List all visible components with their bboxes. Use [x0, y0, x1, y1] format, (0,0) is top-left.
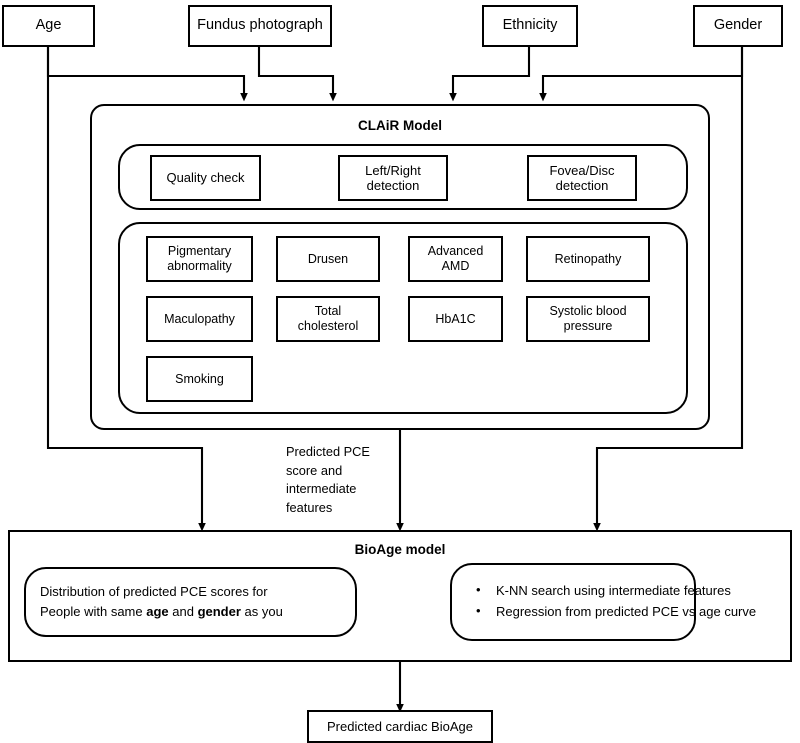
module-systolic-blood-pressure[interactable]: Systolic blood pressure — [526, 296, 650, 342]
bioage-methods-list: K-NN search using intermediate features … — [452, 565, 756, 639]
input-box-gender[interactable]: Gender — [693, 5, 783, 47]
module-drusen[interactable]: Drusen — [276, 236, 380, 282]
output-label-predicted-cardiac-bioage: Predicted cardiac BioAge — [327, 718, 473, 734]
bioage-model-title: BioAge model — [354, 542, 446, 557]
module-advanced-amd[interactable]: Advanced AMD — [408, 236, 503, 282]
module-label-advanced-amd: Advanced AMD — [427, 244, 484, 273]
module-fovea-disc-detection[interactable]: Fovea/Disc detection — [527, 155, 637, 201]
clair-model-title: CLAiR Model — [358, 118, 442, 133]
input-label-fundus-photograph: Fundus photograph — [197, 17, 323, 34]
distribution-emphasis-age: age — [146, 604, 169, 619]
bioage-method-knn: K-NN search using intermediate features — [476, 580, 731, 602]
input-box-age[interactable]: Age — [2, 5, 95, 47]
module-label-hba1c: HbA1C — [435, 311, 476, 326]
module-label-quality-check: Quality check — [166, 170, 245, 186]
input-label-ethnicity: Ethnicity — [502, 17, 558, 34]
input-box-ethnicity[interactable]: Ethnicity — [482, 5, 578, 47]
output-box-predicted-cardiac-bioage[interactable]: Predicted cardiac BioAge — [307, 710, 493, 743]
wire-gender-to-clair — [539, 47, 744, 102]
module-pigmentary-abnormality[interactable]: Pigmentary abnormality — [146, 236, 253, 282]
input-label-gender: Gender — [713, 17, 763, 34]
module-smoking[interactable]: Smoking — [146, 356, 253, 402]
bioage-method-regression: Regression from predicted PCE vs age cur… — [476, 601, 756, 623]
distribution-emphasis-gender: gender — [197, 604, 241, 619]
module-total-cholesterol[interactable]: Total cholesterol — [276, 296, 380, 342]
module-maculopathy[interactable]: Maculopathy — [146, 296, 253, 342]
distribution-line-2-post: as you — [240, 604, 283, 619]
distribution-line-1: Distribution of predicted PCE scores for — [40, 583, 268, 599]
module-label-systolic-blood-pressure: Systolic blood pressure — [549, 304, 627, 333]
wire-ethnicity-to-clair — [449, 47, 531, 102]
input-label-age: Age — [35, 17, 62, 34]
module-label-total-cholesterol: Total cholesterol — [297, 304, 359, 333]
bioage-methods-box[interactable]: K-NN search using intermediate features … — [450, 563, 756, 641]
distribution-line-2-pre: People with same — [40, 604, 147, 619]
bioage-distribution-box[interactable]: Distribution of predicted PCE scores for… — [24, 567, 357, 637]
module-label-maculopathy: Maculopathy — [164, 311, 235, 326]
module-label-smoking: Smoking — [175, 371, 224, 386]
module-label-drusen: Drusen — [307, 251, 349, 266]
input-box-fundus-photograph[interactable]: Fundus photograph — [188, 5, 332, 47]
module-quality-check[interactable]: Quality check — [150, 155, 261, 201]
module-label-fovea-disc-detection: Fovea/Disc detection — [549, 162, 615, 193]
module-label-pigmentary-abnormality: Pigmentary abnormality — [167, 244, 232, 273]
wire-age-to-clair — [46, 47, 248, 102]
module-retinopathy[interactable]: Retinopathy — [526, 236, 650, 282]
bioage-distribution-text: Distribution of predicted PCE scores for… — [26, 569, 355, 635]
module-label-retinopathy: Retinopathy — [554, 251, 622, 266]
module-hba1c[interactable]: HbA1C — [408, 296, 503, 342]
module-left-right-detection[interactable]: Left/Right detection — [338, 155, 448, 201]
distribution-line-2-mid: and — [168, 604, 198, 619]
wire-fundus-to-clair — [257, 47, 337, 102]
edge-label-clair-to-bioage: Predicted PCE score and intermediate fea… — [286, 444, 370, 515]
module-label-left-right-detection: Left/Right detection — [365, 162, 421, 193]
